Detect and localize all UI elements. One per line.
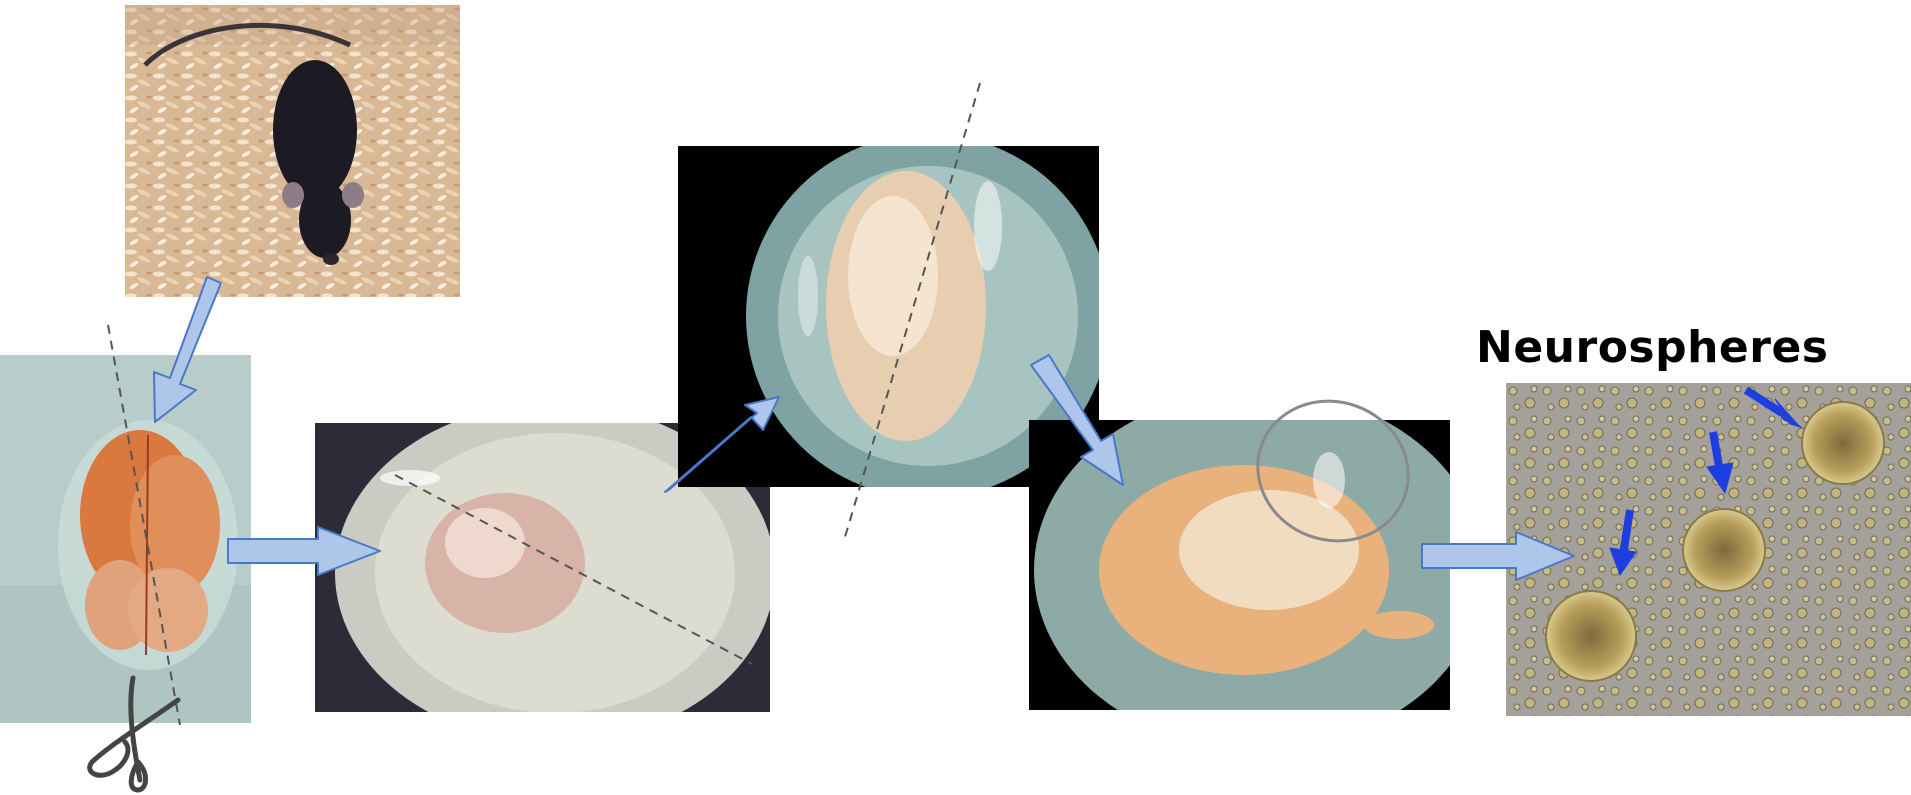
dissected-region-microscope-photo [1029, 420, 1450, 710]
brain-photo [0, 355, 251, 723]
mouse-photo [125, 5, 460, 297]
neurospheres-label: Neurospheres [1476, 322, 1829, 373]
neurosphere-culture-micrograph [1506, 383, 1911, 716]
